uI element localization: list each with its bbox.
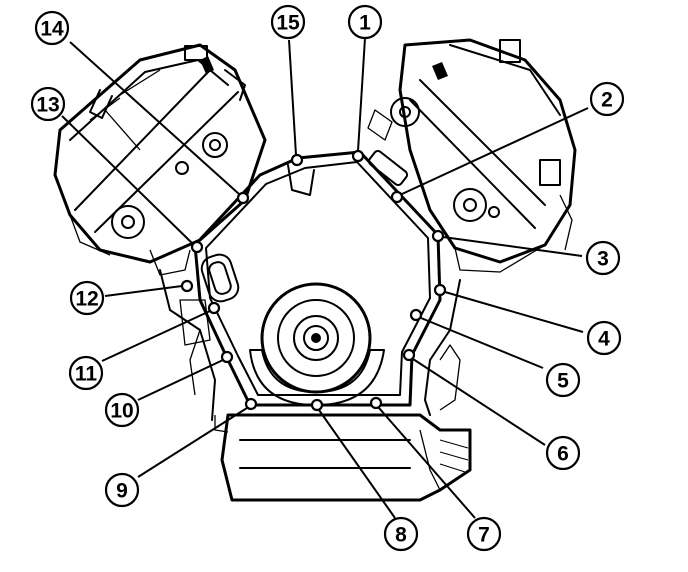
leader-5 [420,317,544,369]
callout-2-label: 2 [601,89,613,112]
callout-13-label: 13 [36,94,59,117]
bolt-7 [369,396,383,410]
callout-8: 8 [383,516,419,552]
bolt-11 [207,301,221,315]
callout-11: 11 [68,355,104,391]
callouts: 1 2 3 4 5 6 7 8 [30,4,625,552]
callout-5: 5 [545,362,581,398]
right-valve-cover [367,38,577,273]
callout-8-label: 8 [395,524,407,547]
callout-14: 14 [34,10,70,46]
bolt-3 [431,229,445,243]
callout-7: 7 [466,516,502,552]
callout-4: 4 [586,320,622,356]
bolt-12 [180,279,194,293]
callout-9: 9 [104,472,140,508]
bolt-10 [220,350,234,364]
callout-12-label: 12 [75,288,98,311]
leader-10 [137,359,224,401]
callout-1: 1 [347,4,383,40]
callout-10-label: 10 [110,400,133,423]
leader-1 [357,37,366,152]
callout-10: 10 [104,392,140,428]
leader-4 [444,291,584,333]
callout-2: 2 [589,81,625,117]
leader-7 [378,407,476,519]
callout-1-label: 1 [359,12,371,35]
leader-15 [288,39,297,156]
leader-13 [61,115,194,245]
left-valve-cover [53,43,267,276]
bolt-markers [180,149,447,412]
callout-5-label: 5 [557,370,569,393]
bolt-8 [310,398,324,412]
callout-4-label: 4 [598,328,610,351]
bolt-4 [433,283,447,297]
callout-6-label: 6 [557,443,569,466]
leader-9 [137,407,248,478]
engine-block-sides [159,269,461,421]
leader-6 [412,358,546,446]
callout-7-label: 7 [478,524,490,547]
bolt-15 [290,153,304,167]
leader-12 [104,285,183,297]
callout-12: 12 [69,280,105,316]
callout-3: 3 [585,240,621,276]
callout-13: 13 [30,86,66,122]
leader-lines [61,37,589,519]
callout-6: 6 [545,435,581,471]
bolt-5 [409,308,423,322]
leader-2 [401,107,589,195]
callout-14-label: 14 [40,18,64,41]
oil-pan [179,299,472,502]
bolt-2 [390,190,404,204]
bolt-9 [244,397,258,411]
callout-15: 15 [270,4,306,40]
callout-11-label: 11 [75,363,98,386]
callout-3-label: 3 [597,248,609,271]
bolt-1 [351,149,365,163]
bolt-13 [190,240,204,254]
bolt-6 [402,348,416,362]
leader-11 [101,310,211,362]
engine-drawing [53,38,577,502]
leader-8 [318,409,396,519]
bolt-14 [236,191,250,205]
leader-14 [69,41,240,195]
callout-15-label: 15 [276,12,300,35]
front-cover [193,149,442,407]
leader-3 [442,236,583,257]
callout-9-label: 9 [116,480,128,503]
